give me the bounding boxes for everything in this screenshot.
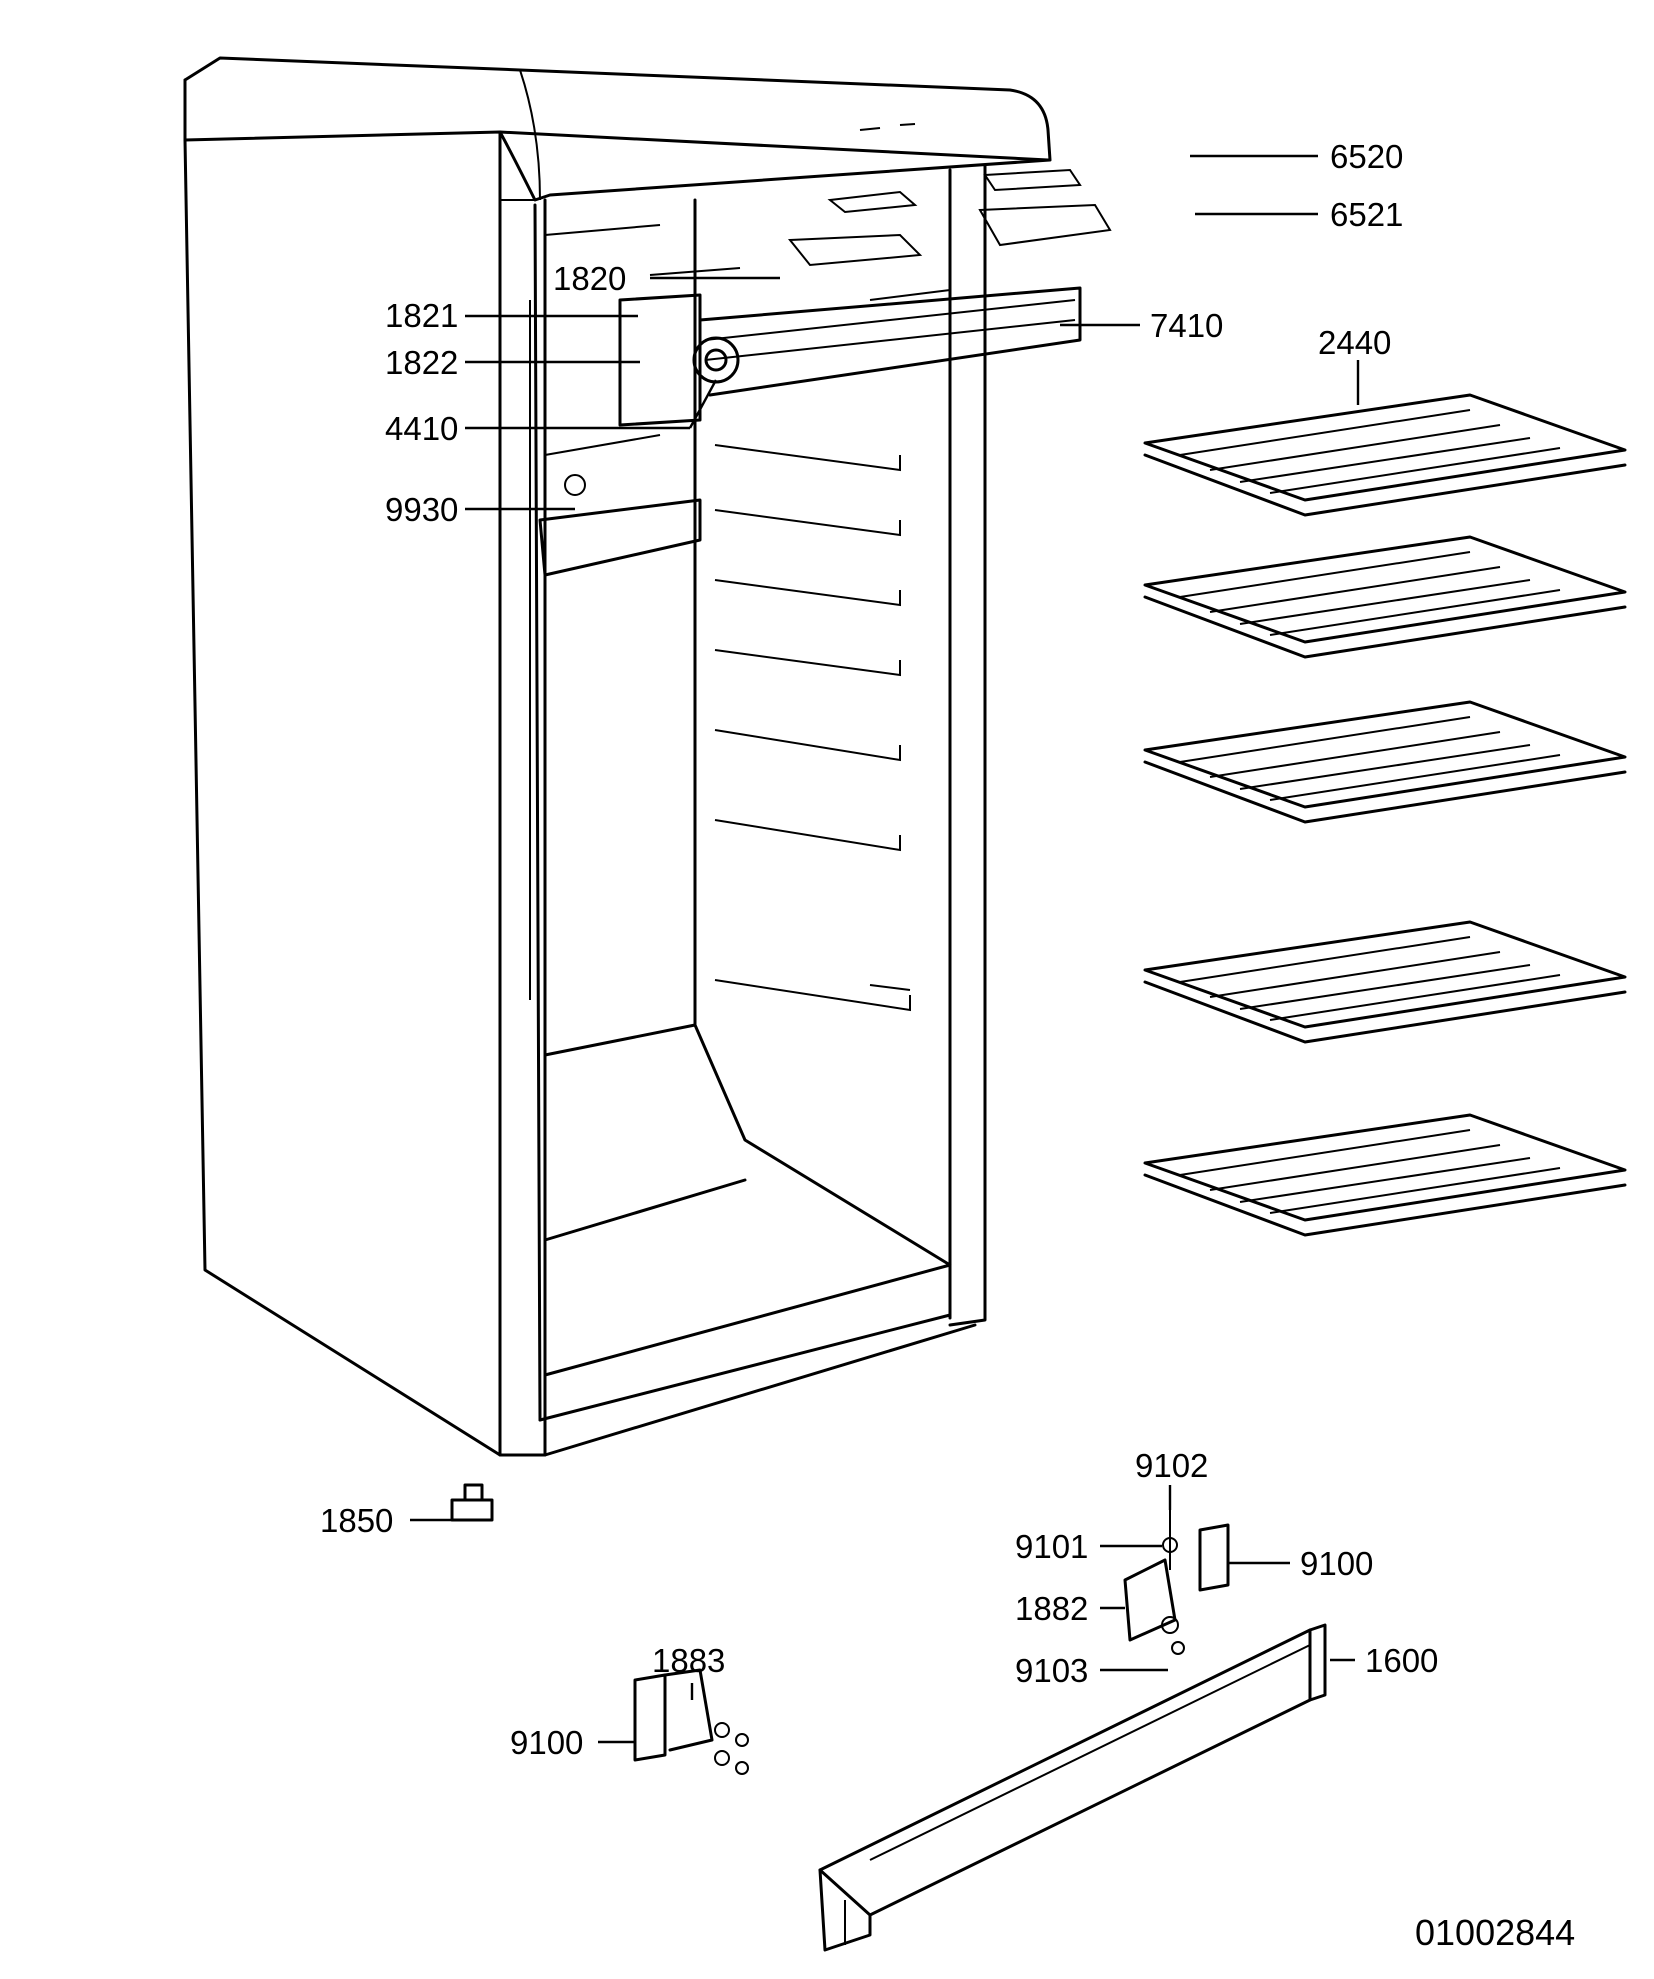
- wire-shelf-1: [1143, 393, 1627, 517]
- leader-lines: [410, 154, 1360, 1744]
- label-7410: 7410: [1150, 307, 1223, 344]
- label-9103: 9103: [1015, 1652, 1088, 1689]
- label-1882: 1882: [1015, 1590, 1088, 1627]
- label-9100-left: 9100: [510, 1724, 583, 1761]
- hinge-assembly-left: [633, 1668, 749, 1775]
- label-1822: 1822: [385, 344, 458, 381]
- label-1850: 1850: [320, 1502, 393, 1539]
- adjustable-foot: [450, 1483, 494, 1522]
- label-1600: 1600: [1365, 1642, 1438, 1679]
- cabinet-body: [183, 56, 1112, 1457]
- plinth-panel: [818, 1623, 1327, 1952]
- label-6520: 6520: [1330, 138, 1403, 175]
- label-1821: 1821: [385, 297, 458, 334]
- label-9101: 9101: [1015, 1528, 1088, 1565]
- drawing-number: 01002844: [1415, 1912, 1575, 1953]
- label-9100-right: 9100: [1300, 1545, 1373, 1582]
- label-9930: 9930: [385, 491, 458, 528]
- wire-shelves: [1143, 393, 1627, 1237]
- part-labels: 6520 6521 1820 1821 1822 7410 4410 2440 …: [320, 138, 1438, 1761]
- label-1883: 1883: [652, 1642, 725, 1679]
- label-9102: 9102: [1135, 1447, 1208, 1484]
- wire-shelf-4: [1143, 920, 1627, 1044]
- wire-shelf-3: [1143, 700, 1627, 824]
- wire-shelf-2: [1143, 535, 1627, 659]
- label-2440: 2440: [1318, 324, 1391, 361]
- hinge-assembly-right: [1123, 1510, 1230, 1655]
- label-6521: 6521: [1330, 196, 1403, 233]
- wire-shelf-5: [1143, 1113, 1627, 1237]
- label-4410: 4410: [385, 410, 458, 447]
- label-1820: 1820: [553, 260, 626, 297]
